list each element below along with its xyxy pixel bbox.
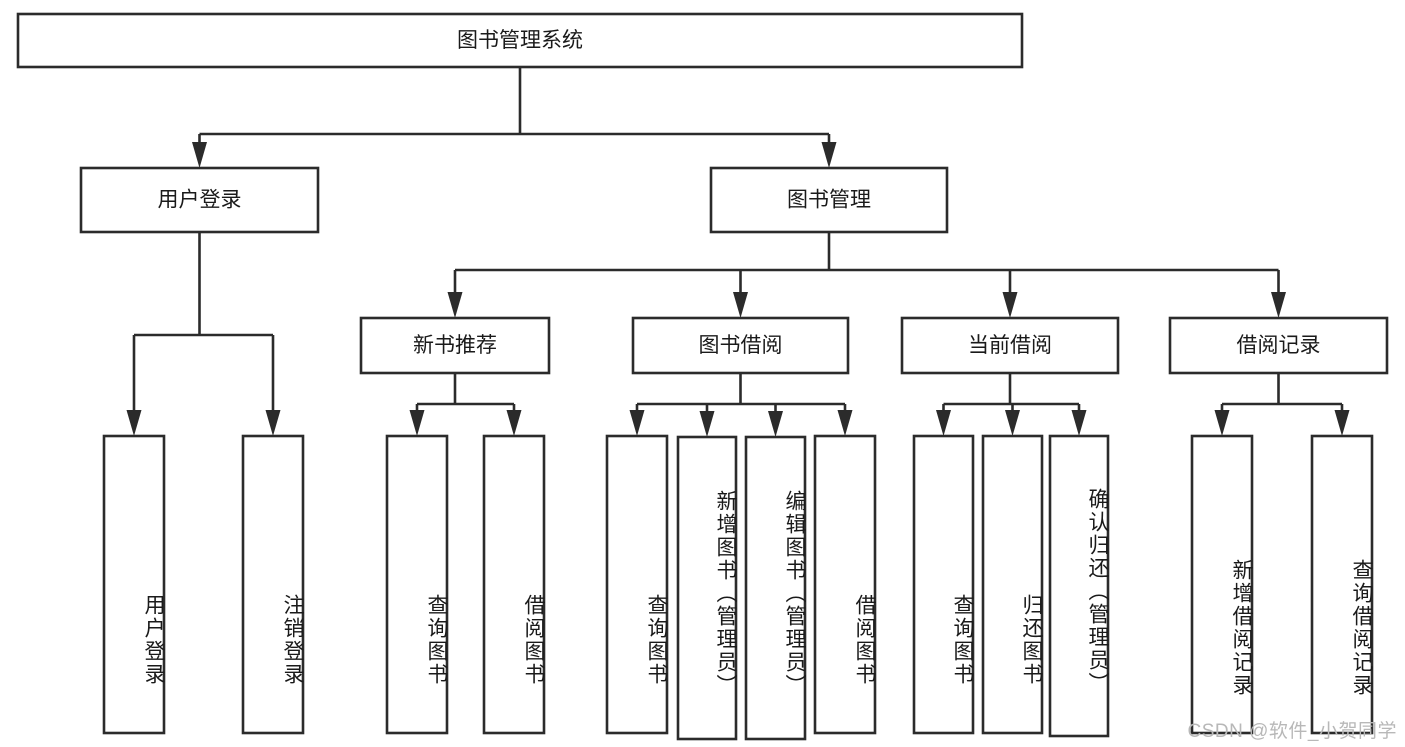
bookmgmt-to-level3-branch-2-head (1002, 292, 1018, 318)
node-box-book-borrow[interactable] (631, 316, 850, 375)
node-box-leaf-query-record[interactable] (1310, 434, 1374, 735)
current-borrow-to-leaves-branch-1-head (1005, 410, 1020, 436)
node-box-leaf-query-book-1[interactable] (385, 434, 449, 735)
node-box-leaf-return-book[interactable] (981, 434, 1044, 735)
root-to-level2-branch-1-head (821, 142, 837, 168)
new-book-recommend-to-leaves-branch-1-head (506, 410, 522, 436)
connectors-layer (126, 67, 1350, 437)
node-box-root[interactable] (16, 12, 1024, 69)
node-box-user-login[interactable] (79, 166, 320, 234)
node-box-borrow-record[interactable] (1168, 316, 1389, 375)
borrow-record-to-leaves-branch-1-head (1334, 410, 1350, 436)
node-box-leaf-user-login[interactable] (102, 434, 166, 735)
user-login-to-leaves-branch-0-head (126, 410, 142, 436)
node-label-root: 图书管理系统 (457, 29, 583, 52)
borrow-record-to-leaves-branch-0-head (1214, 410, 1230, 436)
node-box-leaf-edit-book[interactable] (744, 435, 807, 741)
node-box-leaf-query-book-2[interactable] (605, 434, 669, 735)
node-label-current-borrow: 当前借阅 (968, 334, 1052, 357)
node-label-borrow-record: 借阅记录 (1237, 334, 1321, 357)
node-label-user-login: 用户登录 (158, 189, 242, 212)
node-box-leaf-confirm-return[interactable] (1048, 434, 1110, 738)
node-box-leaf-borrow-book-1[interactable] (482, 434, 546, 735)
node-box-current-borrow[interactable] (900, 316, 1120, 375)
book-borrow-to-leaves-branch-3-head (837, 410, 853, 436)
book-borrow-to-leaves-branch-2-head (768, 411, 783, 437)
node-box-leaf-add-book[interactable] (676, 435, 738, 741)
node-box-leaf-logout[interactable] (241, 434, 305, 735)
node-box-leaf-query-book-3[interactable] (912, 434, 975, 735)
user-login-to-leaves-branch-1-head (265, 410, 281, 436)
node-box-book-management[interactable] (709, 166, 949, 234)
node-label-book-borrow: 图书借阅 (699, 334, 783, 357)
csdn-watermark: CSDN @软件_小贺同学 (1187, 721, 1397, 742)
bookmgmt-to-level3-branch-3-head (1271, 292, 1286, 318)
bookmgmt-to-level3-branch-0-head (447, 292, 463, 318)
node-box-leaf-borrow-book-2[interactable] (813, 434, 877, 735)
boxes-layer (16, 12, 1389, 741)
node-label-new-book-recommend: 新书推荐 (413, 334, 497, 357)
current-borrow-to-leaves-branch-2-head (1071, 410, 1087, 436)
book-borrow-to-leaves-branch-1-head (699, 411, 715, 437)
node-box-leaf-add-record[interactable] (1190, 434, 1254, 735)
current-borrow-to-leaves-branch-0-head (936, 410, 951, 436)
new-book-recommend-to-leaves-branch-0-head (409, 410, 425, 436)
root-to-level2-branch-0-head (192, 142, 207, 168)
bookmgmt-to-level3-branch-1-head (733, 292, 748, 318)
node-label-book-management: 图书管理 (787, 189, 871, 212)
node-box-new-book-recommend[interactable] (359, 316, 551, 375)
book-borrow-to-leaves-branch-0-head (629, 410, 645, 436)
